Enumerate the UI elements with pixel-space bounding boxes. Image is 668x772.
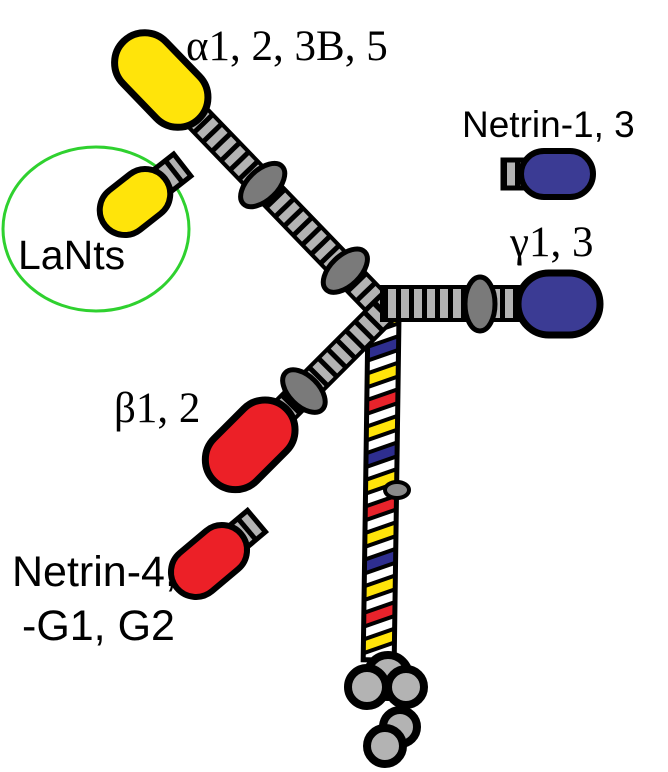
lants-label: LaNts xyxy=(18,232,126,278)
netrin4-capsule xyxy=(167,522,251,600)
gamma-ln-domain xyxy=(514,269,604,339)
lg-domain-cluster xyxy=(344,651,428,768)
alpha-ln-domain xyxy=(111,29,212,131)
stem-domain xyxy=(383,480,411,500)
lg-domain-2 xyxy=(344,664,390,710)
netrin-4-label-line1: Netrin-4, xyxy=(12,548,177,596)
lants-circle xyxy=(1,145,191,313)
netrin4-molecule xyxy=(167,506,270,600)
gamma-arm xyxy=(380,269,604,339)
alpha-domain-1 xyxy=(238,160,288,210)
lg-domain-3 xyxy=(384,665,428,709)
lants-molecule xyxy=(96,150,195,239)
alpha-domain-2 xyxy=(320,246,370,295)
netrin-1-3-label: Netrin-1, 3 xyxy=(462,104,635,145)
lants-capsule xyxy=(96,165,174,239)
alpha-chains-label: α1, 2, 3B, 5 xyxy=(186,23,388,70)
netrin-4-label-line2: -G1, G2 xyxy=(22,602,175,650)
gamma-domain xyxy=(462,274,498,334)
netrin1-capsule xyxy=(518,148,596,200)
alpha-rod xyxy=(181,101,395,321)
gamma-chains-label: γ1, 3 xyxy=(510,219,594,266)
lg-domain-5 xyxy=(363,724,407,768)
gamma-rod xyxy=(380,285,524,322)
netrin1-molecule xyxy=(500,148,596,200)
beta-chains-label: β1, 2 xyxy=(114,385,201,432)
